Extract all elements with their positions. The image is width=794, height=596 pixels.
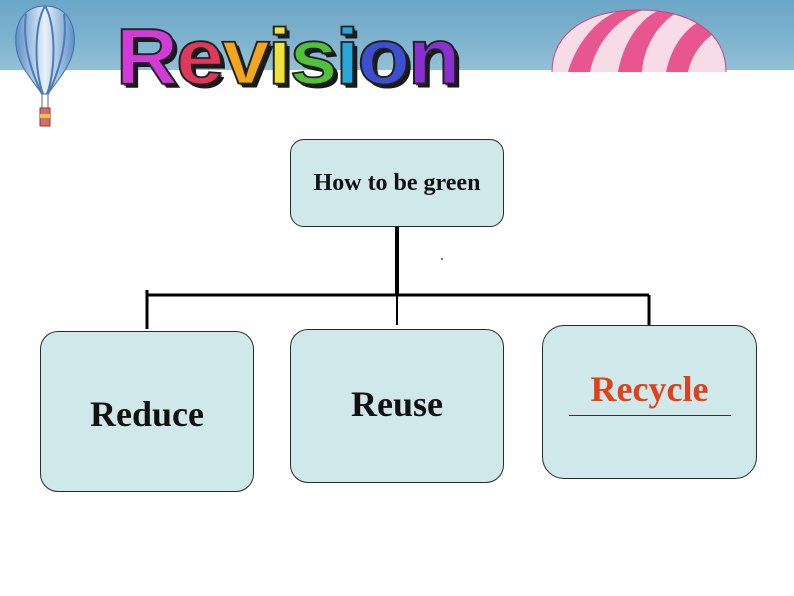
recycle-node: Recycle [542, 325, 757, 479]
reduce-node: Reduce [40, 331, 254, 492]
root-node: How to be green [290, 139, 504, 227]
hot-air-balloon-left-icon [15, 5, 75, 127]
title-letter: R [115, 12, 179, 102]
title-letter: s [289, 12, 339, 102]
title-letter: o [356, 12, 411, 102]
reduce-node-label: Reduce [90, 393, 204, 434]
title-letter: v [221, 12, 271, 102]
revision-title: R e v i s i o n [115, 10, 462, 102]
reuse-node-label: Reuse [351, 384, 443, 424]
title-letter: n [407, 12, 462, 102]
title-letter: i [335, 12, 361, 102]
reuse-node: Reuse [290, 329, 504, 483]
stray-dot [440, 257, 444, 261]
title-letter: i [267, 12, 293, 102]
hot-air-balloon-right-icon [551, 9, 727, 72]
root-node-label: How to be green [313, 169, 481, 196]
answer-underline [569, 415, 731, 416]
title-letter: e [175, 12, 225, 102]
recycle-node-label: Recycle [590, 369, 709, 409]
